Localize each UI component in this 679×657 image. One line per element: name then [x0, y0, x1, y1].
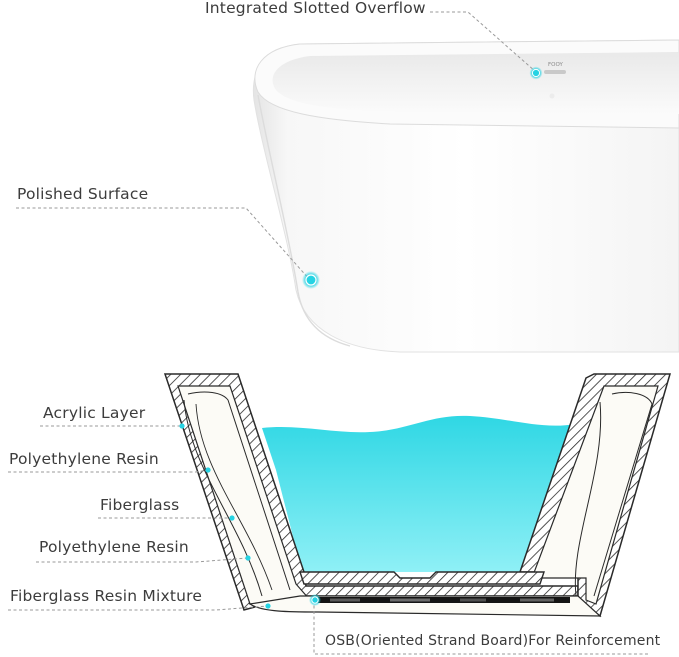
- bathtub-illustration: FOOY: [253, 40, 679, 352]
- drain-dot: [550, 94, 555, 99]
- tub-inner: [273, 52, 679, 114]
- label-surface: Polished Surface: [17, 185, 148, 203]
- label-fiberglass-resin-mixture: Fiberglass Resin Mixture: [10, 587, 202, 605]
- label-osb: OSB(Oriented Strand Board)For Reinforcem…: [325, 633, 660, 649]
- cross-section: [165, 374, 670, 616]
- overflow-slot: [544, 70, 566, 74]
- label-acrylic-layer: Acrylic Layer: [43, 404, 145, 422]
- label-fiberglass: Fiberglass: [100, 496, 179, 514]
- label-polyethylene-resin-1: Polyethylene Resin: [9, 450, 159, 468]
- tub-floor: [300, 572, 544, 584]
- callout-surface: [16, 208, 320, 289]
- brand-badge: FOOY: [548, 62, 564, 68]
- label-polyethylene-resin-2: Polyethylene Resin: [39, 538, 189, 556]
- label-overflow: Integrated Slotted Overflow: [205, 0, 426, 17]
